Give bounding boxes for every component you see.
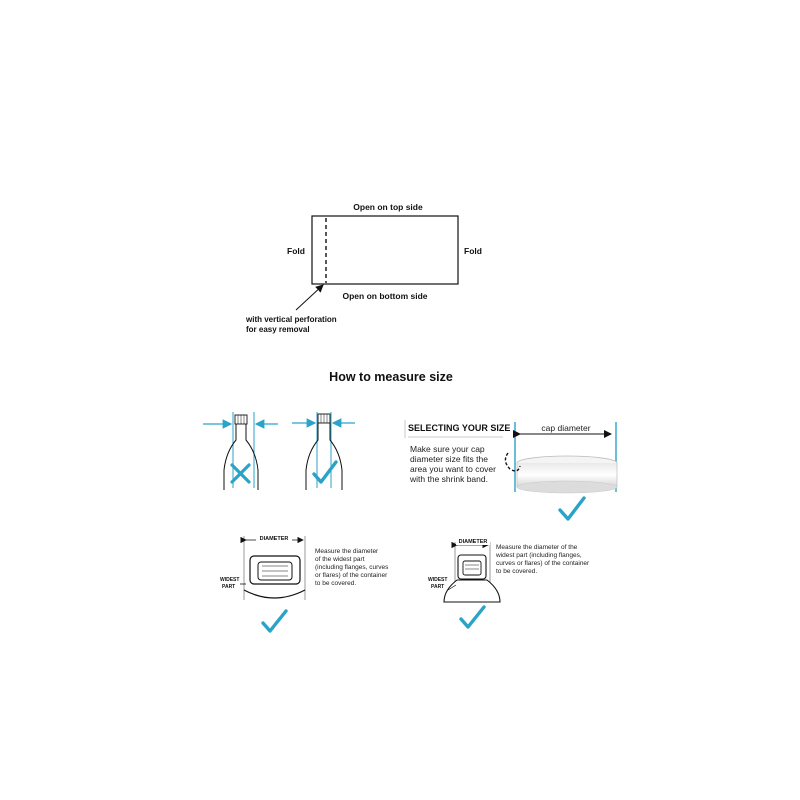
- diameter-label: DIAMETER: [260, 536, 289, 542]
- cap-right-note-line2: widest part (including flanges,: [495, 552, 582, 559]
- open-bottom-label: Open on bottom side: [343, 291, 428, 301]
- fold-right-label: Fold: [464, 246, 482, 256]
- cap-left-diagram: DIAMETER WIDEST PART Measure the diamete…: [220, 534, 389, 633]
- bottle-body: [223, 424, 259, 490]
- cap-right-diagram: DIAMETER WIDEST PART Measure the diamete…: [428, 538, 590, 629]
- perforation-arrow: [295, 284, 324, 311]
- widest-part-line2: PART: [431, 584, 444, 590]
- cross-icon: [230, 463, 251, 484]
- cap-left-note-line4: or flares) of the container: [315, 572, 388, 579]
- section-title: How to measure size: [329, 370, 453, 384]
- cap-diameter-label: cap diameter: [541, 423, 590, 433]
- container-shoulder: [443, 579, 501, 603]
- container-neck: [243, 589, 306, 599]
- check-icon: [459, 605, 486, 629]
- bottle-right: [292, 412, 355, 490]
- cap-right-note-line4: to be covered.: [496, 568, 537, 575]
- cap-left-note-line1: Measure the diameter: [315, 548, 379, 555]
- cap-right-note-line1: Measure the diameter of the: [496, 544, 578, 551]
- jar-note-line3: area you want to cover: [410, 464, 496, 474]
- bottle-wrong: [203, 412, 278, 490]
- cap-left-note-line5: to be covered.: [315, 580, 356, 587]
- cap-left-note-line2: of the widest part: [315, 556, 365, 563]
- cap-left-note-line3: (including flanges, curves: [315, 564, 389, 571]
- check-icon: [261, 609, 288, 633]
- widest-part-line2: PART: [222, 584, 235, 590]
- selecting-size-heading: SELECTING YOUR SIZE: [408, 423, 510, 433]
- jar-note-line1: Make sure your cap: [410, 444, 485, 454]
- widest-part-line1: WIDEST: [428, 577, 447, 583]
- check-icon: [558, 496, 586, 521]
- diameter-label: DIAMETER: [459, 539, 488, 545]
- perforation-note-line2: for easy removal: [246, 325, 310, 334]
- bag-outline: [311, 215, 459, 285]
- coverage-dashed-arc: [504, 452, 521, 472]
- fold-left-label: Fold: [287, 246, 305, 256]
- jar-note-line2: diameter size fits the: [410, 454, 488, 464]
- jar-panel: SELECTING YOUR SIZE Make sure your cap d…: [404, 420, 618, 521]
- widest-part-line1: WIDEST: [220, 577, 239, 583]
- jar-note-line4: with the shrink band.: [409, 474, 488, 484]
- cap-right-note-line3: curves or flares) of the container: [496, 560, 590, 567]
- shrink-bag-diagram: Open on top side Open on bottom side Fol…: [245, 202, 482, 334]
- bottle-body: [305, 423, 343, 490]
- open-top-label: Open on top side: [353, 202, 423, 212]
- perforation-note-line1: with vertical perforation: [245, 315, 337, 324]
- check-icon: [312, 460, 338, 484]
